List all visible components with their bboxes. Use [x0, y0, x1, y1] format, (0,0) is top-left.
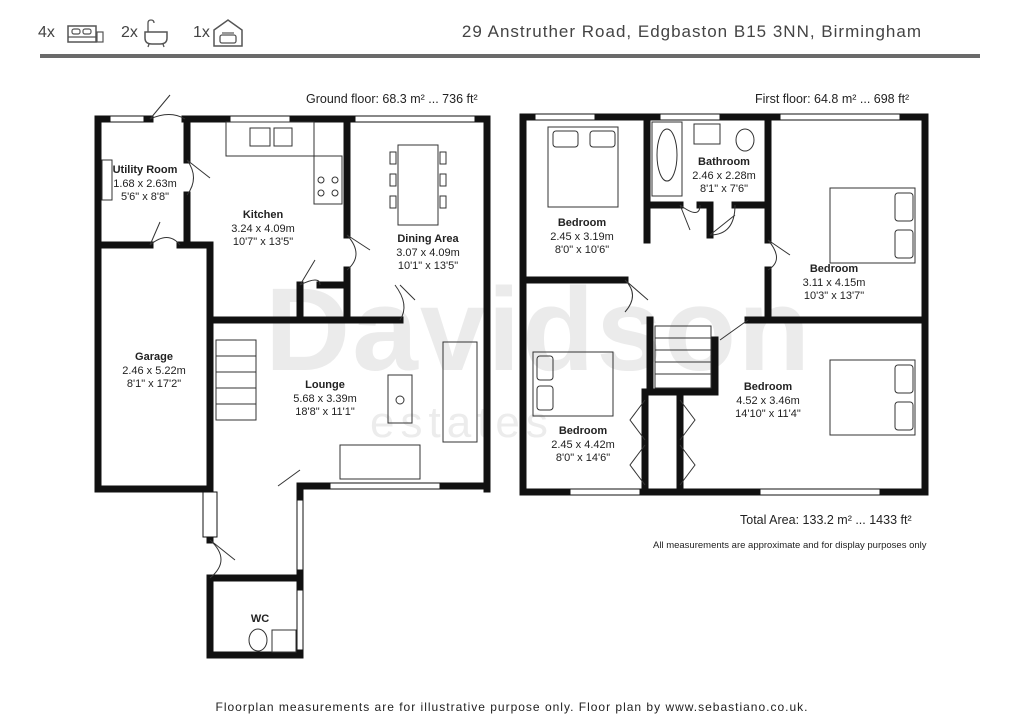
property-address: 29 Anstruther Road, Edgbaston B15 3NN, B…	[461, 22, 922, 41]
bedrooms-count: 4x	[38, 24, 55, 41]
room-bedroom-2: Bedroom 3.11 x 4.15m 10'3" x 13'7"	[784, 263, 884, 304]
room-imperial: 14'10" x 11'4"	[735, 408, 801, 420]
room-kitchen: Kitchen 3.24 x 4.09m 10'7" x 13'5"	[213, 209, 313, 250]
room-wc: WC	[235, 613, 285, 627]
total-area: Total Area: 133.2 m² ... 1433 ft²	[740, 513, 912, 527]
room-name: Garage	[135, 351, 173, 363]
room-name: Bedroom	[557, 217, 607, 229]
room-bedroom-4: Bedroom 2.45 x 4.42m 8'0" x 14'6"	[533, 425, 633, 466]
header-rule	[40, 54, 980, 58]
garage-count: 1x	[193, 24, 210, 41]
ground-floor-label: Ground floor: 68.3 m² ... 736 ft²	[306, 92, 478, 106]
watermark-brand: Davidson	[265, 264, 813, 396]
ground-floor-walls	[94, 115, 491, 659]
room-metric: 2.46 x 5.22m	[122, 364, 186, 377]
room-name: Bedroom	[558, 425, 608, 437]
room-metric: 2.45 x 3.19m	[550, 230, 614, 243]
garage-icon	[213, 19, 243, 47]
room-imperial: 10'7" x 13'5"	[232, 236, 294, 248]
room-bedroom-1: Bedroom 2.45 x 3.19m 8'0" x 10'6"	[532, 217, 632, 258]
room-imperial: 10'3" x 13'7"	[803, 290, 865, 302]
first-floor-label: First floor: 64.8 m² ... 698 ft²	[755, 92, 910, 106]
room-metric: 3.11 x 4.15m	[802, 276, 866, 289]
room-bedroom-3: Bedroom 4.52 x 3.46m 14'10" x 11'4"	[718, 381, 818, 422]
room-name: Utility Room	[112, 164, 178, 176]
room-name: Dining Area	[397, 233, 459, 245]
room-name: Bedroom	[743, 381, 793, 393]
room-metric: 2.45 x 4.42m	[551, 438, 615, 451]
room-metric: 3.24 x 4.09m	[231, 222, 295, 235]
room-imperial: 8'0" x 10'6"	[554, 244, 610, 256]
room-metric: 5.68 x 3.39m	[293, 392, 357, 405]
bath-icon	[144, 19, 168, 48]
room-name: WC	[250, 613, 270, 625]
footer-note: Floorplan measurements are for illustrat…	[215, 700, 809, 714]
room-name: Lounge	[305, 379, 345, 391]
room-imperial: 8'0" x 14'6"	[555, 452, 611, 464]
room-imperial: 18'8" x 11'1"	[295, 406, 355, 418]
bathrooms-count: 2x	[121, 24, 138, 41]
room-name: Bedroom	[809, 263, 859, 275]
room-name: Bathroom	[698, 156, 750, 168]
room-imperial: 10'1" x 13'5"	[397, 260, 459, 272]
room-bathroom: Bathroom 2.46 x 2.28m 8'1" x 7'6"	[674, 156, 774, 197]
room-imperial: 8'1" x 17'2"	[126, 378, 182, 390]
measurement-disclaimer: All measurements are approximate and for…	[653, 540, 927, 551]
room-metric: 2.46 x 2.28m	[692, 169, 756, 182]
room-name: Kitchen	[242, 209, 284, 221]
room-imperial: 8'1" x 7'6"	[699, 183, 749, 195]
room-imperial: 5'6" x 8'8"	[120, 191, 170, 203]
room-metric: 4.52 x 3.46m	[736, 394, 800, 407]
room-metric: 3.07 x 4.09m	[396, 246, 460, 259]
room-metric: 1.68 x 2.63m	[113, 177, 177, 190]
room-garage: Garage 2.46 x 5.22m 8'1" x 17'2"	[102, 351, 206, 392]
room-dining-area: Dining Area 3.07 x 4.09m 10'1" x 13'5"	[378, 233, 478, 274]
room-utility: Utility Room 1.68 x 2.63m 5'6" x 8'8"	[102, 164, 188, 205]
room-lounge: Lounge 5.68 x 3.39m 18'8" x 11'1"	[275, 379, 375, 420]
bed-icon	[67, 25, 104, 43]
